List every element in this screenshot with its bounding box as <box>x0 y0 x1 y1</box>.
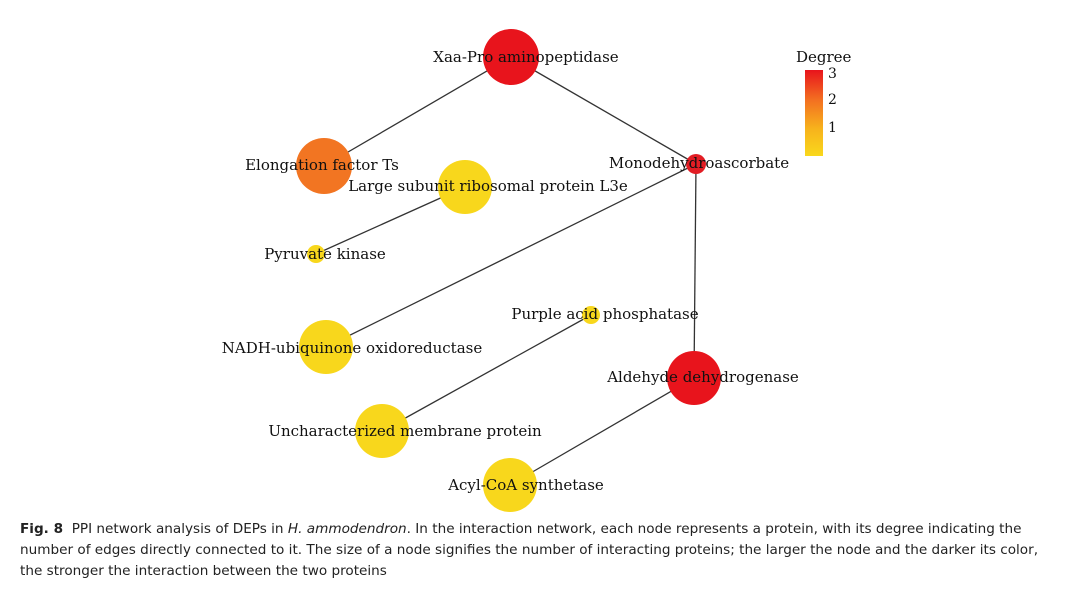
node-ald <box>667 351 721 405</box>
caption-species: H. ammodendron <box>287 521 407 537</box>
node-label-xaa: Xaa-Pro aminopeptidase <box>433 48 618 66</box>
figure-caption: Fig. 8 PPI network analysis of DEPs in H… <box>20 519 1060 582</box>
caption-text-after: . In the interaction network, each node … <box>20 521 1039 579</box>
edges-layer <box>315 56 697 486</box>
edge-ald-acyl <box>509 377 695 486</box>
node-mono <box>686 154 706 174</box>
node-label-nadh: NADH-ubiquinone oxidoreductase <box>222 339 483 357</box>
node-pap <box>582 306 600 324</box>
node-label-ald: Aldehyde dehydrogenase <box>606 368 799 386</box>
edge-l3e-pk <box>315 186 466 255</box>
edge-mono-ald <box>693 163 697 379</box>
node-ump <box>355 404 409 458</box>
edge-xaa-ef <box>323 56 512 167</box>
node-pk <box>307 245 325 263</box>
nodes-layer <box>296 29 721 512</box>
caption-text-before: PPI network analysis of DEPs in <box>71 521 284 537</box>
node-ef <box>296 138 352 194</box>
node-nadh <box>299 320 353 374</box>
node-label-l3e: Large subunit ribosomal protein L3e <box>348 177 628 195</box>
node-label-pk: Pyruvate kinase <box>264 245 386 263</box>
node-label-mono: Monodehydroascorbate <box>609 154 789 172</box>
node-label-pap: Purple acid phosphatase <box>511 305 698 323</box>
legend-tick-2: 2 <box>828 92 837 108</box>
node-l3e <box>438 160 492 214</box>
node-xaa <box>483 29 539 85</box>
ppi-network-diagram: Xaa-Pro aminopeptidaseMonodehydroascorba… <box>222 29 852 512</box>
legend-title: Degree <box>796 48 852 66</box>
degree-legend: Degree 3 2 1 <box>796 48 852 156</box>
edge-xaa-mono <box>510 56 697 165</box>
legend-tick-3: 3 <box>828 66 837 82</box>
labels-layer: Xaa-Pro aminopeptidaseMonodehydroascorba… <box>222 48 799 494</box>
node-label-ump: Uncharacterized membrane protein <box>268 422 542 440</box>
edge-pap-ump <box>381 314 592 432</box>
node-label-acyl: Acyl-CoA synthetase <box>447 476 604 494</box>
legend-tick-1: 1 <box>828 120 837 136</box>
edge-mono-nadh <box>325 163 697 348</box>
figure-label: Fig. 8 <box>20 521 64 537</box>
legend-color-bar <box>805 70 823 156</box>
node-label-ef: Elongation factor Ts <box>245 156 399 174</box>
node-acyl <box>483 458 537 512</box>
